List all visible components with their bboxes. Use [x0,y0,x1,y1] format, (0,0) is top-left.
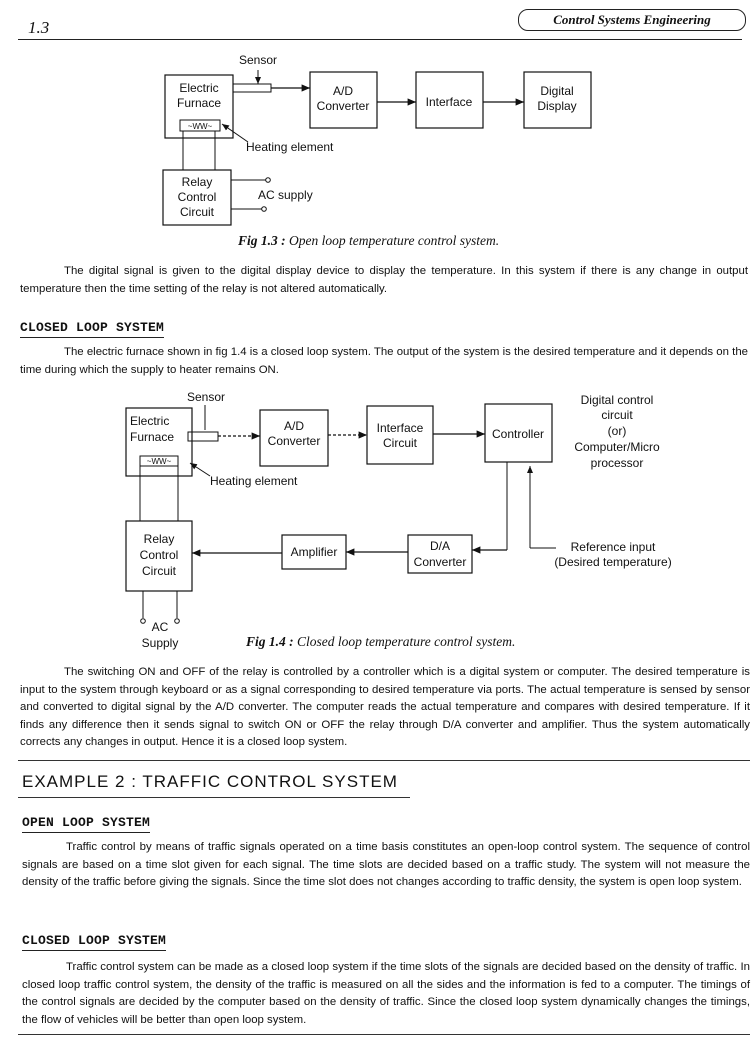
paragraph-relay-switching: The switching ON and OFF of the relay is… [20,664,750,752]
paragraph-text: The switching ON and OFF of the relay is… [20,666,750,748]
paragraph-traffic-open-loop: Traffic control by means of traffic sign… [22,839,750,892]
interface-label-2: Circuit [383,436,418,450]
paragraph-text: The digital signal is given to the digit… [20,265,748,295]
display-box [523,71,592,129]
paragraph-text: The electric furnace shown in fig 1.4 is… [20,346,748,376]
ac-terminal-left [140,618,146,624]
paragraph-digital-display: The digital signal is given to the digit… [20,263,748,298]
adc-label-2: Converter [317,99,370,113]
heading-text: OPEN LOOP SYSTEM [22,815,151,830]
figure-1-4-caption-text: Closed loop temperature control system. [297,634,516,649]
ac-terminal-right [174,618,180,624]
relay-label-2: Control [140,548,179,562]
amplifier-box [281,534,347,570]
book-title-badge: Control Systems Engineering [518,9,746,31]
relay-box [162,169,232,226]
example-top-rule [18,760,750,761]
footer-rule [18,1034,750,1035]
relay-label-3: Circuit [180,205,215,219]
interface-label: Interface [426,95,473,109]
ac-supply-label: AC supply [258,188,313,202]
furnace-box [125,407,193,477]
dac-label-2: Converter [414,555,467,569]
dac-label-1: D/A [430,539,450,553]
heading-text: CLOSED LOOP SYSTEM [20,320,165,335]
interface-circuit-box [366,405,434,465]
dac-box [407,534,473,574]
digital-control-label-1: Digital control [581,393,654,407]
header-rule [18,39,742,40]
heating-element-label: Heating element [246,140,334,154]
page-number: 1.3 [28,18,50,37]
digital-control-label-4: Computer/Micro [574,440,660,454]
section-heading-closed-loop: CLOSED LOOP SYSTEM [20,320,165,338]
display-label-2: Display [537,99,576,113]
adc-label-2: Converter [268,434,321,448]
heating-element-label: Heating element [210,474,298,488]
sensor-label: Sensor [187,390,225,404]
example-2-heading: EXAMPLE 2 : TRAFFIC CONTROL SYSTEM [22,772,398,791]
controller-box [484,403,553,463]
figure-1-4-caption: Fig 1.4 : Closed loop temperature contro… [246,634,515,650]
heater-symbol-text: ~WW~ [147,457,172,466]
adc-label-1: A/D [333,84,353,98]
section-heading-open-loop: OPEN LOOP SYSTEM [22,815,151,833]
relay-label-2: Control [178,190,217,204]
heater-symbol-text: ~WW~ [188,122,213,131]
sensor-label: Sensor [239,53,277,67]
ac-terminal-bottom [261,206,267,212]
heading-text: CLOSED LOOP SYSTEM [22,933,167,948]
furnace-label-1: Electric [130,414,169,428]
furnace-box [164,74,234,139]
figure-1-4-caption-label: Fig 1.4 : [246,634,294,649]
ac-terminal-top [265,177,271,183]
controller-label: Controller [492,427,544,441]
display-label-1: Digital [540,84,573,98]
figure-1-4-diagram: Electric Furnace ~WW~ Sensor A/D Convert… [125,390,672,650]
adc-box [309,71,378,129]
reference-input-label-2: (Desired temperature) [554,555,671,569]
ac-label-1: AC [152,620,169,634]
relay-label-3: Circuit [142,564,177,578]
relay-box [125,520,193,592]
figure-1-3-diagram: Electric Furnace ~WW~ Sensor A/D Convert… [162,53,592,226]
adc-box [259,409,329,467]
ac-label-2: Supply [142,636,179,650]
figure-1-3-caption: Fig 1.3 : Open loop temperature control … [238,233,499,249]
paragraph-text: Traffic control by means of traffic sign… [22,841,750,888]
relay-label-1: Relay [144,532,175,546]
paragraph-electric-furnace: The electric furnace shown in fig 1.4 is… [20,344,748,379]
relay-label-1: Relay [182,175,213,189]
reference-input-label-1: Reference input [571,540,656,554]
digital-control-label-5: processor [591,456,644,470]
figure-1-3-caption-text: Open loop temperature control system. [289,233,500,248]
example-heading-rule [18,797,410,798]
section-heading-closed-loop-traffic: CLOSED LOOP SYSTEM [22,933,167,951]
digital-control-label-2: circuit [601,408,633,422]
furnace-label-2: Furnace [177,96,221,110]
amplifier-label: Amplifier [291,545,338,559]
paragraph-traffic-closed-loop: Traffic control system can be made as a … [22,959,750,1029]
furnace-label-1: Electric [179,81,218,95]
interface-label-1: Interface [377,421,424,435]
interface-box [415,71,484,129]
figure-1-3-caption-label: Fig 1.3 : [238,233,286,248]
furnace-label-2: Furnace [130,430,174,444]
heater-element-symbol [139,455,179,467]
adc-label-1: A/D [284,419,304,433]
paragraph-text: Traffic control system can be made as a … [22,961,750,1026]
heater-element-symbol [179,119,221,132]
digital-control-label-3: (or) [608,424,627,438]
